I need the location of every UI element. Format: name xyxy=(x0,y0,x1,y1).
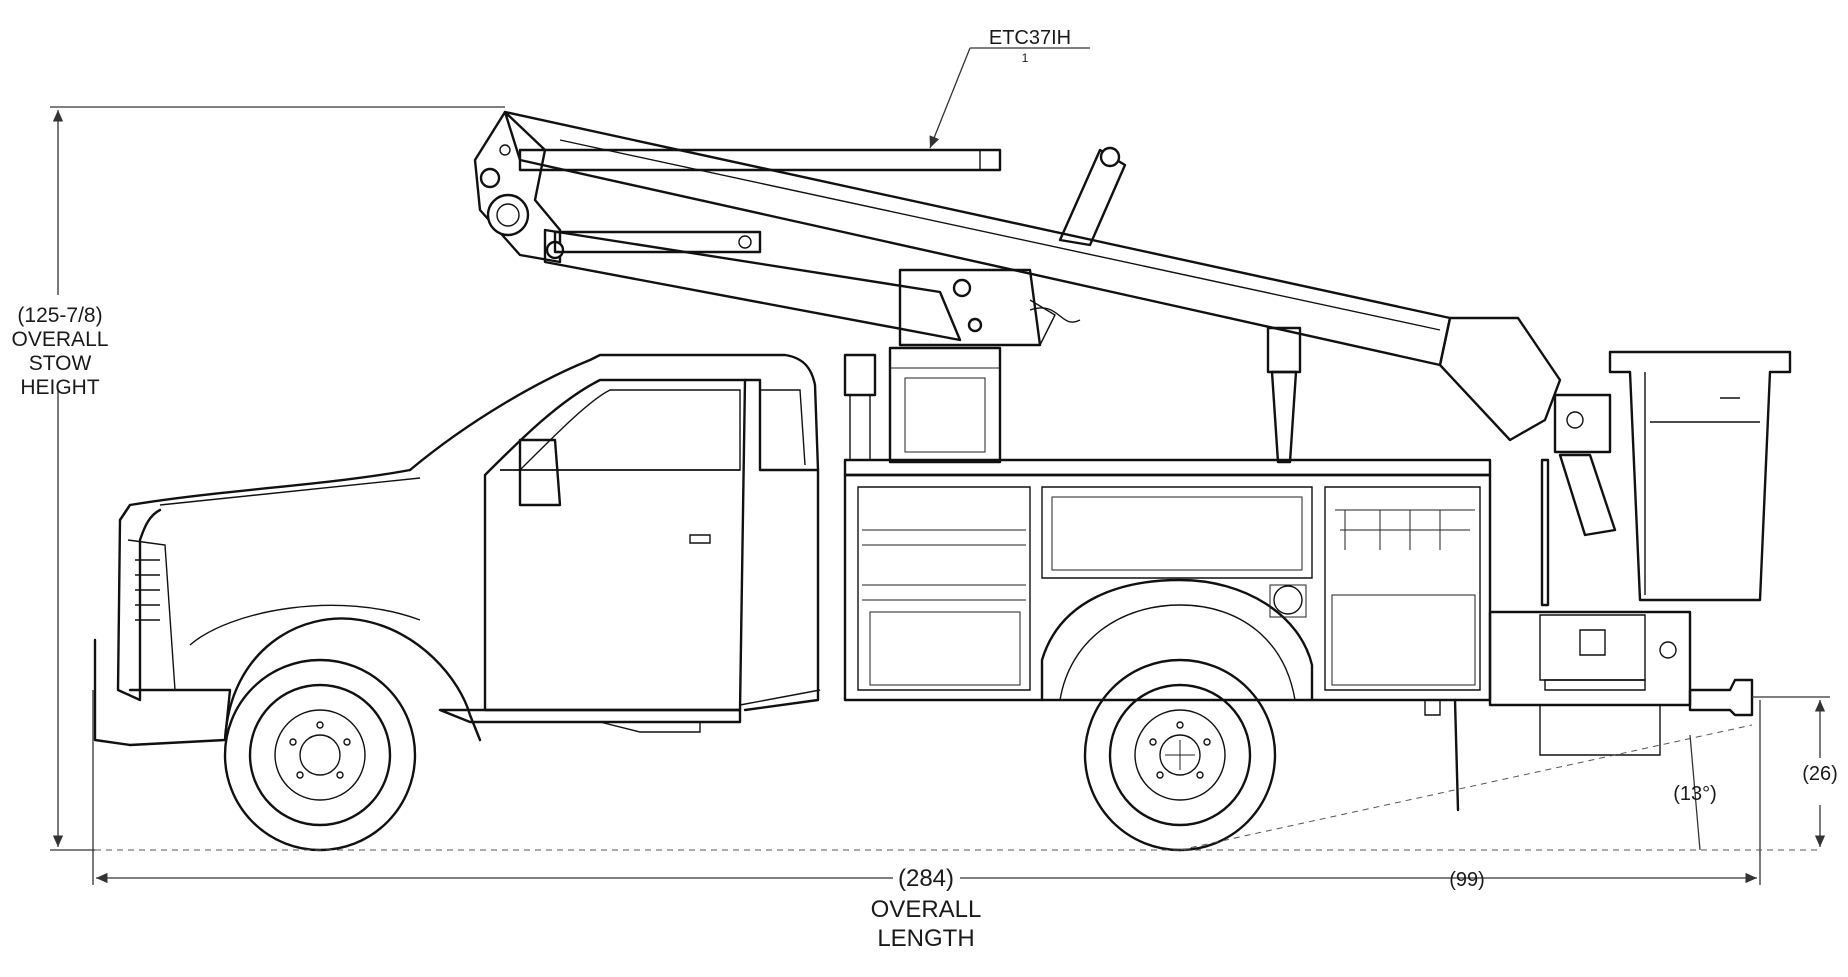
beacon-light xyxy=(843,353,877,397)
stow-height-line-1: OVERALL xyxy=(12,328,109,351)
knuckle-pivot-large xyxy=(486,193,530,237)
pedestal xyxy=(888,346,1002,464)
cab-door xyxy=(483,378,747,712)
front-grille xyxy=(116,503,162,702)
overall-length-value: (284) xyxy=(898,865,954,892)
dimension-lines xyxy=(50,47,1830,885)
front-wheel-arch xyxy=(223,617,482,742)
rocker xyxy=(438,708,742,724)
door-window xyxy=(518,389,741,471)
boom-tip xyxy=(1438,316,1562,442)
cab-roof xyxy=(408,353,820,472)
overall-length-line-1: OVERALL xyxy=(871,896,982,923)
bucket-mount xyxy=(1553,393,1612,454)
rear-height-value: (26) xyxy=(1802,763,1838,785)
utility-body xyxy=(843,458,1754,812)
stow-height-line-3: HEIGHT xyxy=(20,376,100,399)
boom-rest-top xyxy=(1266,326,1302,374)
hood xyxy=(118,468,412,522)
boom-cylinder xyxy=(518,148,1002,172)
platform-bucket xyxy=(1540,350,1792,607)
receiver-hitch xyxy=(1688,678,1754,717)
rear-step xyxy=(1488,610,1692,707)
bucket xyxy=(1608,350,1792,602)
lower-boom xyxy=(543,228,962,342)
stow-height-value: (125-7/8) xyxy=(17,304,102,327)
mud-flap xyxy=(1453,698,1460,812)
rear-toolbox xyxy=(1539,614,1646,681)
boom-knuckle xyxy=(473,110,562,264)
side-mirror xyxy=(518,438,562,507)
aerial-boom xyxy=(473,110,1562,464)
body-side xyxy=(843,473,1492,702)
model-label-index: 1 xyxy=(1022,51,1029,65)
boom-rest-post xyxy=(1270,370,1298,464)
rear-wheel xyxy=(1083,658,1277,852)
compartment-1 xyxy=(857,486,1031,691)
dimension-labels: ETC37IH 1 (125-7/8) OVERALL STOW HEIGHT … xyxy=(12,27,1838,952)
front-bumper xyxy=(93,638,232,747)
rear-step-plate xyxy=(1539,704,1661,756)
model-label: ETC37IH xyxy=(989,27,1071,49)
fuel-door xyxy=(1273,585,1303,615)
rear-overhang-value: (99) xyxy=(1449,869,1485,891)
door-handle xyxy=(689,534,711,544)
stow-height-line-2: STOW xyxy=(29,352,92,375)
rear-wheel-well xyxy=(1040,578,1314,702)
overall-length-line-2: LENGTH xyxy=(877,925,974,952)
compartment-2 xyxy=(1041,486,1313,579)
compartment-3 xyxy=(1324,486,1481,691)
departure-angle-value: (13°) xyxy=(1673,783,1717,805)
truck-cab xyxy=(93,353,821,747)
lower-cylinder xyxy=(553,230,762,254)
front-wheel xyxy=(223,658,417,852)
